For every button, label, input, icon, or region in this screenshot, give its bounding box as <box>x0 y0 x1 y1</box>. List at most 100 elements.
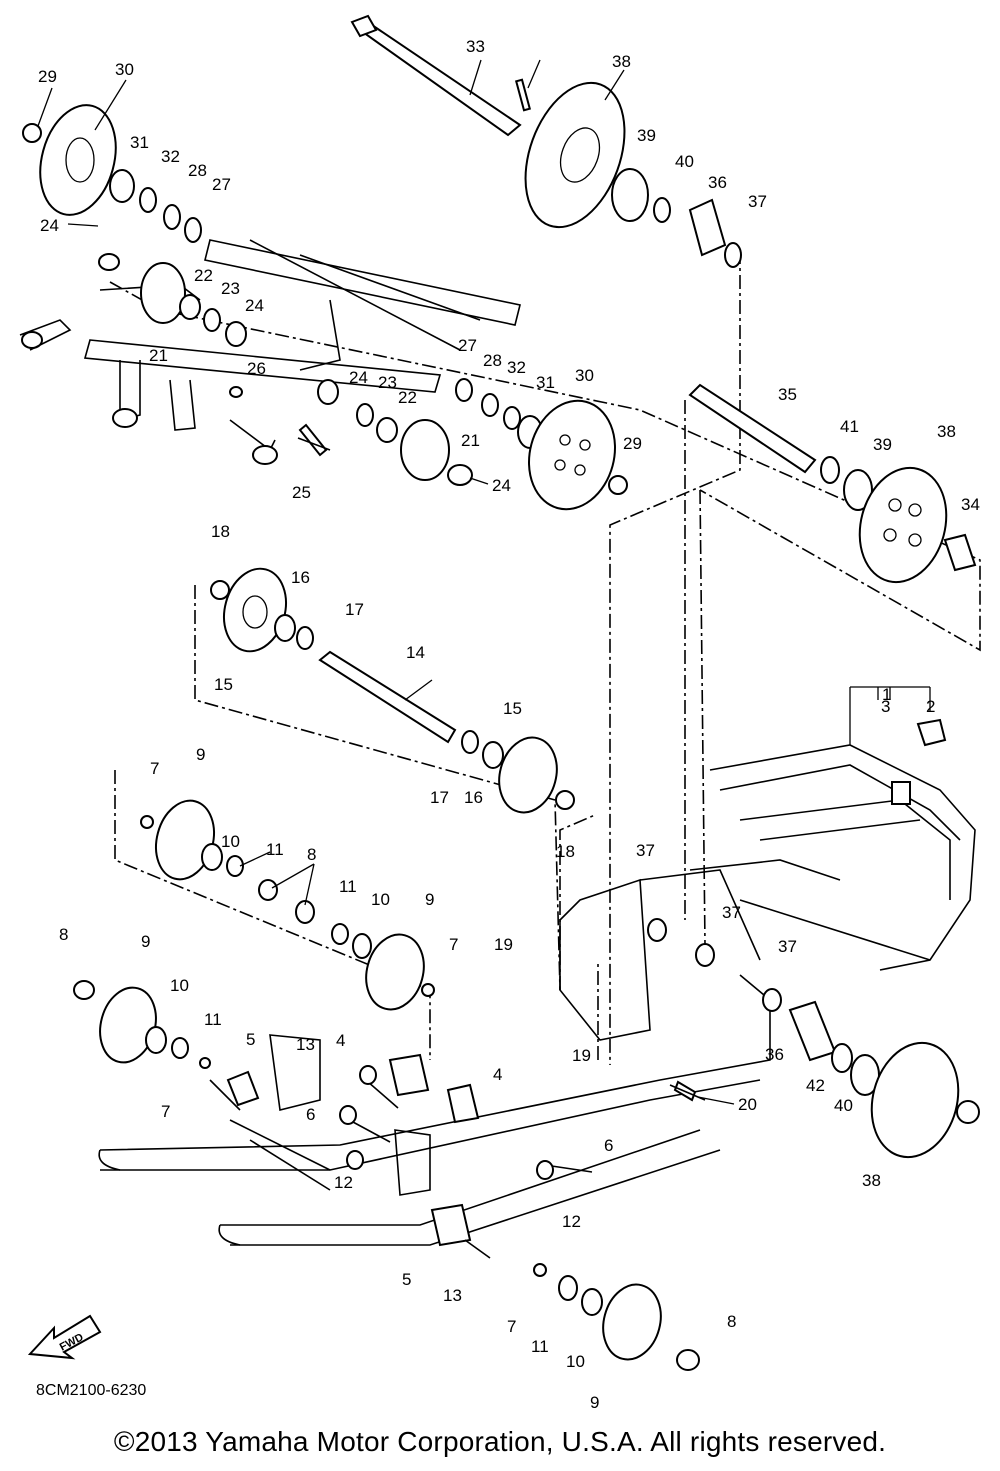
callout: 13 <box>296 1035 315 1054</box>
hardware <box>226 437 706 1259</box>
leader-lines <box>37 59 879 1105</box>
callout: 1 <box>882 685 891 704</box>
callout-labels: 1 2 3 4 4 5 5 6 6 7 7 7 7 8 8 8 9 9 9 9 … <box>38 37 980 1412</box>
callout: 17 <box>430 788 449 807</box>
callout: 4 <box>493 1065 502 1084</box>
callout: 34 <box>961 495 980 514</box>
callout: 3 <box>881 697 890 716</box>
callout: 11 <box>204 1010 222 1029</box>
lower-wheel-groups <box>73 799 700 1371</box>
callout: 9 <box>141 932 150 951</box>
callout: 9 <box>590 1393 599 1412</box>
callout: 30 <box>115 60 134 79</box>
callout: 24 <box>40 216 59 235</box>
callout: 23 <box>221 279 240 298</box>
callout: 40 <box>834 1096 853 1115</box>
callout: 8 <box>307 845 316 864</box>
callout: 36 <box>708 173 727 192</box>
callout: 15 <box>503 699 522 718</box>
callout: 41 <box>840 417 859 436</box>
callout: 27 <box>212 175 231 194</box>
callout: 5 <box>246 1030 255 1049</box>
callout: 37 <box>748 192 767 211</box>
callout: 18 <box>211 522 230 541</box>
callout: 30 <box>575 366 594 385</box>
callout: 29 <box>623 434 642 453</box>
callout: 23 <box>378 373 397 392</box>
callout: 42 <box>806 1076 825 1095</box>
left-wheel-group <box>22 104 628 511</box>
callout: 13 <box>443 1286 462 1305</box>
callout: 7 <box>449 935 458 954</box>
callout: 27 <box>458 336 477 355</box>
track-assembly <box>689 686 976 971</box>
callout: 33 <box>466 37 485 56</box>
callout: 10 <box>566 1352 585 1371</box>
callout: 9 <box>425 890 434 909</box>
callout: 14 <box>406 643 425 662</box>
callout: 4 <box>336 1031 345 1050</box>
callout: 25 <box>292 483 311 502</box>
callout: 22 <box>398 388 417 407</box>
callout: 37 <box>778 937 797 956</box>
callout: 16 <box>464 788 483 807</box>
callout: 38 <box>862 1171 881 1190</box>
callout: 2 <box>926 697 935 716</box>
right-idler-group <box>688 383 977 584</box>
callout: 21 <box>149 346 168 365</box>
callout: 10 <box>221 832 240 851</box>
callout: 19 <box>494 935 513 954</box>
callout: 5 <box>402 1270 411 1289</box>
callout: 24 <box>349 368 368 387</box>
callout: 15 <box>214 675 233 694</box>
callout: 39 <box>873 435 892 454</box>
copyright-notice: ©2013 Yamaha Motor Corporation, U.S.A. A… <box>113 1426 887 1457</box>
callout: 40 <box>675 152 694 171</box>
callout: 12 <box>334 1173 353 1192</box>
callout: 28 <box>483 351 502 370</box>
rear-arm-assembly <box>19 239 521 465</box>
callout: 9 <box>196 745 205 764</box>
callout: 28 <box>188 161 207 180</box>
reference-lines <box>109 250 981 1065</box>
callout: 8 <box>727 1312 736 1331</box>
callout: 12 <box>562 1212 581 1231</box>
callout: 19 <box>572 1046 591 1065</box>
callout: 6 <box>306 1105 315 1124</box>
callout: 38 <box>612 52 631 71</box>
drawing-code: 8CM2100-6230 <box>36 1382 147 1399</box>
callout: 31 <box>536 373 555 392</box>
slide-rail-frame <box>98 869 980 1246</box>
callout: 11 <box>531 1337 549 1356</box>
callout: 29 <box>38 67 57 86</box>
callout: 7 <box>161 1102 170 1121</box>
callout: 20 <box>738 1095 757 1114</box>
callout: 37 <box>636 841 655 860</box>
callout: 8 <box>59 925 68 944</box>
callout: 35 <box>778 385 797 404</box>
mid-wheel-group <box>210 567 575 814</box>
callout: 24 <box>245 296 264 315</box>
callout: 26 <box>247 359 266 378</box>
callout: 32 <box>507 358 526 377</box>
callout: 31 <box>130 133 149 152</box>
callout: 32 <box>161 147 180 166</box>
callout: 7 <box>507 1317 516 1336</box>
upper-idler-group <box>350 14 742 268</box>
callout: 36 <box>765 1045 784 1064</box>
callout: 11 <box>339 877 357 896</box>
fwd-arrow-icon: FWD <box>28 1314 102 1360</box>
callout: 18 <box>556 842 575 861</box>
callout: 16 <box>291 568 310 587</box>
callout: 38 <box>937 422 956 441</box>
callout: 6 <box>604 1136 613 1155</box>
callout: 37 <box>722 903 741 922</box>
callout: 11 <box>266 840 284 859</box>
callout: 10 <box>371 890 390 909</box>
callout: 21 <box>461 431 480 450</box>
callout: 10 <box>170 976 189 995</box>
callout: 7 <box>150 759 159 778</box>
callout: 22 <box>194 266 213 285</box>
callout: 17 <box>345 600 364 619</box>
